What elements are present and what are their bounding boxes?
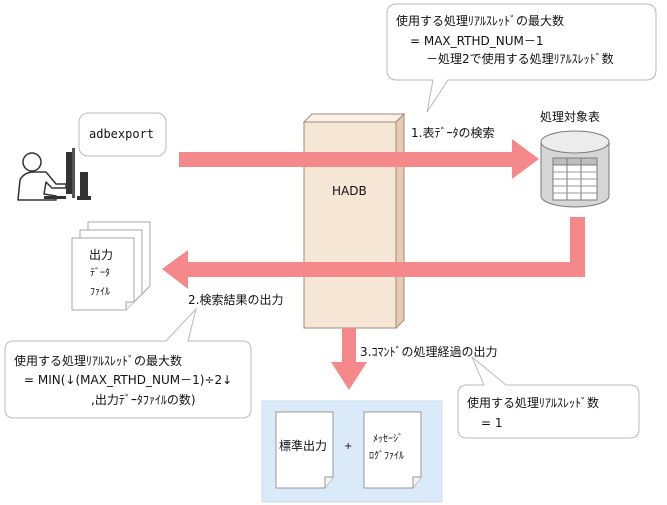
step3-label: 3.ｺﾏﾝﾄﾞの処理経過の出力 <box>360 345 498 359</box>
left-callout <box>4 307 252 419</box>
top-callout-line2: = MAX_RTHD_NUM－1 <box>410 34 544 48</box>
stdout-label: 標準出力 <box>279 439 328 453</box>
table-label: 処理対象表 <box>540 110 601 124</box>
left-callout-line2: = MIN(↓(MAX_RTHD_NUM－1)÷2↓ <box>24 373 233 387</box>
document-stack-icon <box>71 221 151 311</box>
database-table-icon <box>540 130 610 208</box>
step2-label: 2.検索結果の出力 <box>188 293 284 307</box>
right-callout <box>457 356 640 439</box>
progress-output-arrow <box>331 328 367 390</box>
user-at-computer-icon <box>17 148 91 201</box>
right-callout-line1: 使用する処理ﾘｱﾙｽﾚｯﾄﾞ数 <box>467 396 600 410</box>
output-file-label-1: 出力 <box>89 248 114 262</box>
left-callout-line1: 使用する処理ﾘｱﾙｽﾚｯﾄﾞの最大数 <box>14 354 183 368</box>
step1-label: 1.表ﾃﾞｰﾀの検索 <box>411 126 495 140</box>
message-log-document-icon <box>363 411 422 489</box>
message-log-label-2: ﾛｸﾞﾌｧｲﾙ <box>369 451 404 462</box>
output-file-label-3: ﾌｧｲﾙ <box>90 287 110 298</box>
top-callout-line3: －処理2で使用する処理ﾘｱﾙｽﾚｯﾄﾞ数 <box>426 52 614 66</box>
top-callout <box>386 3 657 113</box>
plus-sign: + <box>344 441 353 452</box>
right-callout-line2: = 1 <box>481 416 503 430</box>
hadb-label: HADB <box>332 184 367 198</box>
left-callout-line3: ,出力ﾃﾞｰﾀﾌｧｲﾙの数) <box>91 393 196 407</box>
result-output-arrow <box>162 217 585 289</box>
command-label: adbexport <box>89 127 155 141</box>
hadb-server-box <box>302 112 406 330</box>
output-file-label-2: ﾃﾞｰﾀ <box>90 268 110 279</box>
search-arrow <box>179 139 539 179</box>
message-log-label-1: ﾒｯｾｰｼﾞ <box>373 434 403 445</box>
top-callout-line1: 使用する処理ﾘｱﾙｽﾚｯﾄﾞの最大数 <box>396 14 565 28</box>
command-callout <box>78 112 167 157</box>
stdout-document-icon <box>275 411 334 489</box>
